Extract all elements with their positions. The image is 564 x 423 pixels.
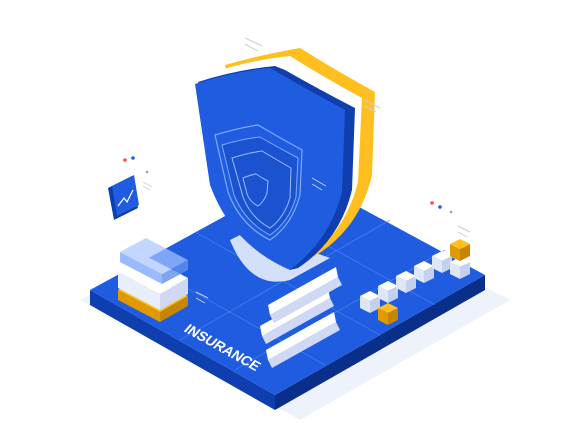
cube-row	[360, 239, 470, 325]
cube-icon	[414, 261, 434, 283]
shield-icon	[195, 48, 375, 270]
cube-icon	[450, 239, 470, 261]
cube-icon	[360, 291, 380, 313]
cube-icon	[396, 271, 416, 293]
decorative-lines	[244, 37, 381, 191]
cube-icon	[378, 303, 398, 325]
decorative-dots	[195, 201, 471, 304]
server-block-icon	[118, 238, 188, 322]
cube-icon	[450, 257, 470, 279]
platform-base	[90, 175, 485, 410]
chart-card-icon	[108, 156, 153, 220]
cube-icon	[432, 251, 452, 273]
document-layer-icon	[260, 267, 342, 368]
cube-icon	[378, 281, 398, 303]
